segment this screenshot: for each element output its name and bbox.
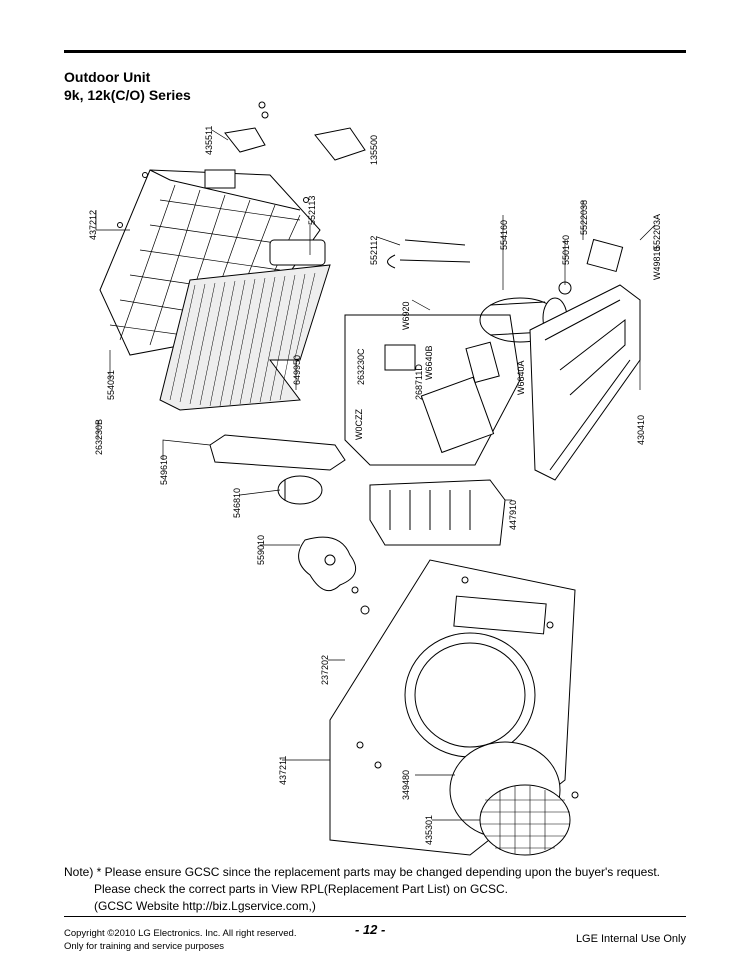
condenser-coil — [159, 239, 331, 411]
note-block: Note) * Please ensure GCSC since the rep… — [64, 864, 704, 915]
part-label: W6640B — [424, 345, 434, 380]
part-label: 550140 — [561, 235, 571, 265]
part-label: W49810 — [652, 246, 662, 280]
part-label: 554160 — [499, 220, 509, 250]
propeller-fan — [298, 536, 357, 592]
note-line-2: Please check the correct parts in View R… — [94, 882, 508, 896]
footer-left: Copyright ©2010 LG Electronics. Inc. All… — [64, 927, 296, 953]
part-label: 552112 — [369, 236, 379, 265]
part-label: 435511 — [204, 126, 214, 155]
page-number: - 12 - — [355, 922, 386, 937]
page-title: Outdoor Unit — [64, 69, 151, 85]
part-label: 135500 — [369, 135, 379, 165]
part-label: 237202 — [320, 655, 330, 685]
part-label: 263230C — [356, 348, 366, 385]
part-label: 554031 — [106, 370, 116, 400]
part-label: 649950 — [292, 355, 302, 385]
footer-rule — [64, 916, 686, 917]
part-label: W0CZZ — [354, 409, 364, 440]
part-label: 268711D — [414, 364, 424, 400]
part-label: 263230B — [94, 419, 104, 455]
note-line-1: Note) * Please ensure GCSC since the rep… — [64, 865, 660, 879]
part-label: 437212 — [88, 210, 98, 240]
fan-guard — [479, 784, 571, 856]
part-label: 552203A — [652, 214, 662, 250]
screws — [117, 101, 579, 799]
page-subtitle: 9k, 12k(C/O) Series — [64, 87, 191, 103]
training-text: Only for training and service purposes — [64, 941, 224, 952]
part-label: 549610 — [159, 455, 169, 485]
internal-use-text: LGE Internal Use Only — [575, 933, 686, 945]
part-label: 559010 — [256, 535, 266, 565]
header-rule — [64, 50, 686, 53]
part-label: 349480 — [401, 770, 411, 800]
part-label: 435301 — [424, 815, 434, 845]
part-label: 546810 — [232, 488, 242, 518]
part-label: 430410 — [636, 415, 646, 445]
part-label: W6920 — [401, 301, 411, 330]
part-labels: 435511 135500 552113 437212 552112 55416… — [88, 126, 662, 845]
control-box-outline — [344, 314, 521, 466]
note-line-3: (GCSC Website http://biz.Lgservice.com,) — [94, 899, 316, 913]
part-label: 5522038 — [579, 200, 589, 235]
part-label: 552113 — [307, 196, 317, 225]
part-label: W6640A — [516, 360, 526, 395]
leader-lines — [95, 129, 656, 821]
part-label: 437211 — [278, 756, 288, 785]
part-label: 447910 — [508, 500, 518, 530]
copyright-text: Copyright ©2010 LG Electronics. Inc. All… — [64, 928, 297, 939]
